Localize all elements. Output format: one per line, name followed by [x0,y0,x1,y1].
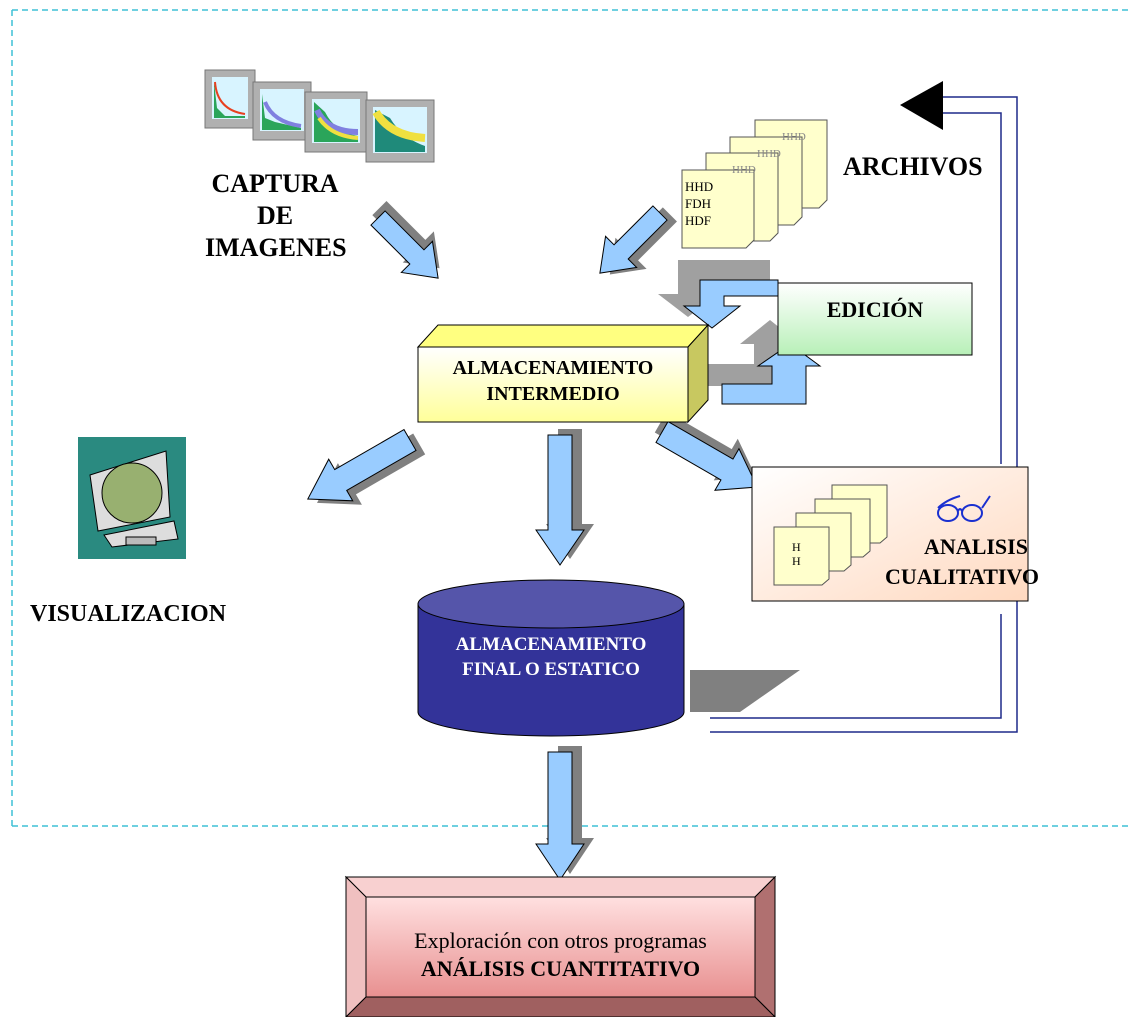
cualitativo-line-1: ANALISIS [924,534,1028,559]
captura-line-3: IMAGENES [205,233,347,262]
arrow-intermedio-to-analisis [654,411,759,491]
file-type-3: HDF [685,213,712,228]
archivos-label: ARCHIVOS [843,152,983,181]
system-boundary [11,9,1131,827]
svg-text:HHD: HHD [732,164,756,176]
arrow-archivos-to-intermedio [599,205,677,275]
edicion-box [777,282,973,356]
cuantitativo-label: Exploración con otros programas ANÁLISIS… [366,927,755,983]
captura-line-1: CAPTURA [211,169,339,198]
almacenamiento-final-cylinder [417,579,800,737]
file-type-1: HHD [685,179,714,194]
intermedio-line-2: INTERMEDIO [486,383,620,405]
intermedio-line-1: ALMACENAMIENTO [452,357,654,379]
cualitativo-line-2: CUALITATIVO [885,564,1039,589]
arrow-captura-to-intermedio [370,201,440,279]
analisis-cuantitativo-box [344,875,777,1017]
analysis-doc-line-1: H [792,540,801,554]
arrow-intermedio-to-visualizacion [306,428,426,505]
analisis-cualitativo-label: ANALISIS CUALITATIVO [882,532,1042,592]
captura-label: CAPTURA DE IMAGENES [205,168,347,264]
glasses-icon [937,495,991,522]
edicion-label: EDICIÓN [826,297,924,322]
analysis-doc-text: H H [792,540,812,568]
exploracion-text: Exploración con otros programas [414,928,707,953]
analisis-cuantitativo-text: ANÁLISIS CUANTITATIVO [420,956,701,981]
analysis-doc-line-2: H [792,554,801,568]
almacenamiento-intermedio-box [416,323,710,424]
arrow-edicion-to-intermedio [658,260,779,329]
document-stack-icon [773,484,888,586]
return-arrowhead [900,81,943,130]
svg-text:HHD: HHD [757,148,781,160]
computer-monitor-icon [78,437,186,559]
document-stack-icon: HHD HHD HHD [681,119,828,249]
visualizacion-label: VISUALIZACION [30,601,227,627]
final-line-2: FINAL O ESTATICO [462,659,640,680]
file-type-2: FDH [685,196,712,211]
arrow-final-to-cuantitativo [535,746,594,881]
file-type-list: HHD FDH HDF [685,178,755,229]
almacenamiento-intermedio-label: ALMACENAMIENTO INTERMEDIO [418,355,688,407]
almacenamiento-final-label: ALMACENAMIENTO FINAL O ESTATICO [418,632,684,682]
final-line-1: ALMACENAMIENTO [455,634,647,655]
chart-thumbnail-icon [204,69,435,163]
svg-text:HHD: HHD [782,131,806,143]
arrow-intermedio-to-final [535,429,594,566]
return-feedback-line [710,96,1018,733]
captura-line-2: DE [256,201,294,230]
